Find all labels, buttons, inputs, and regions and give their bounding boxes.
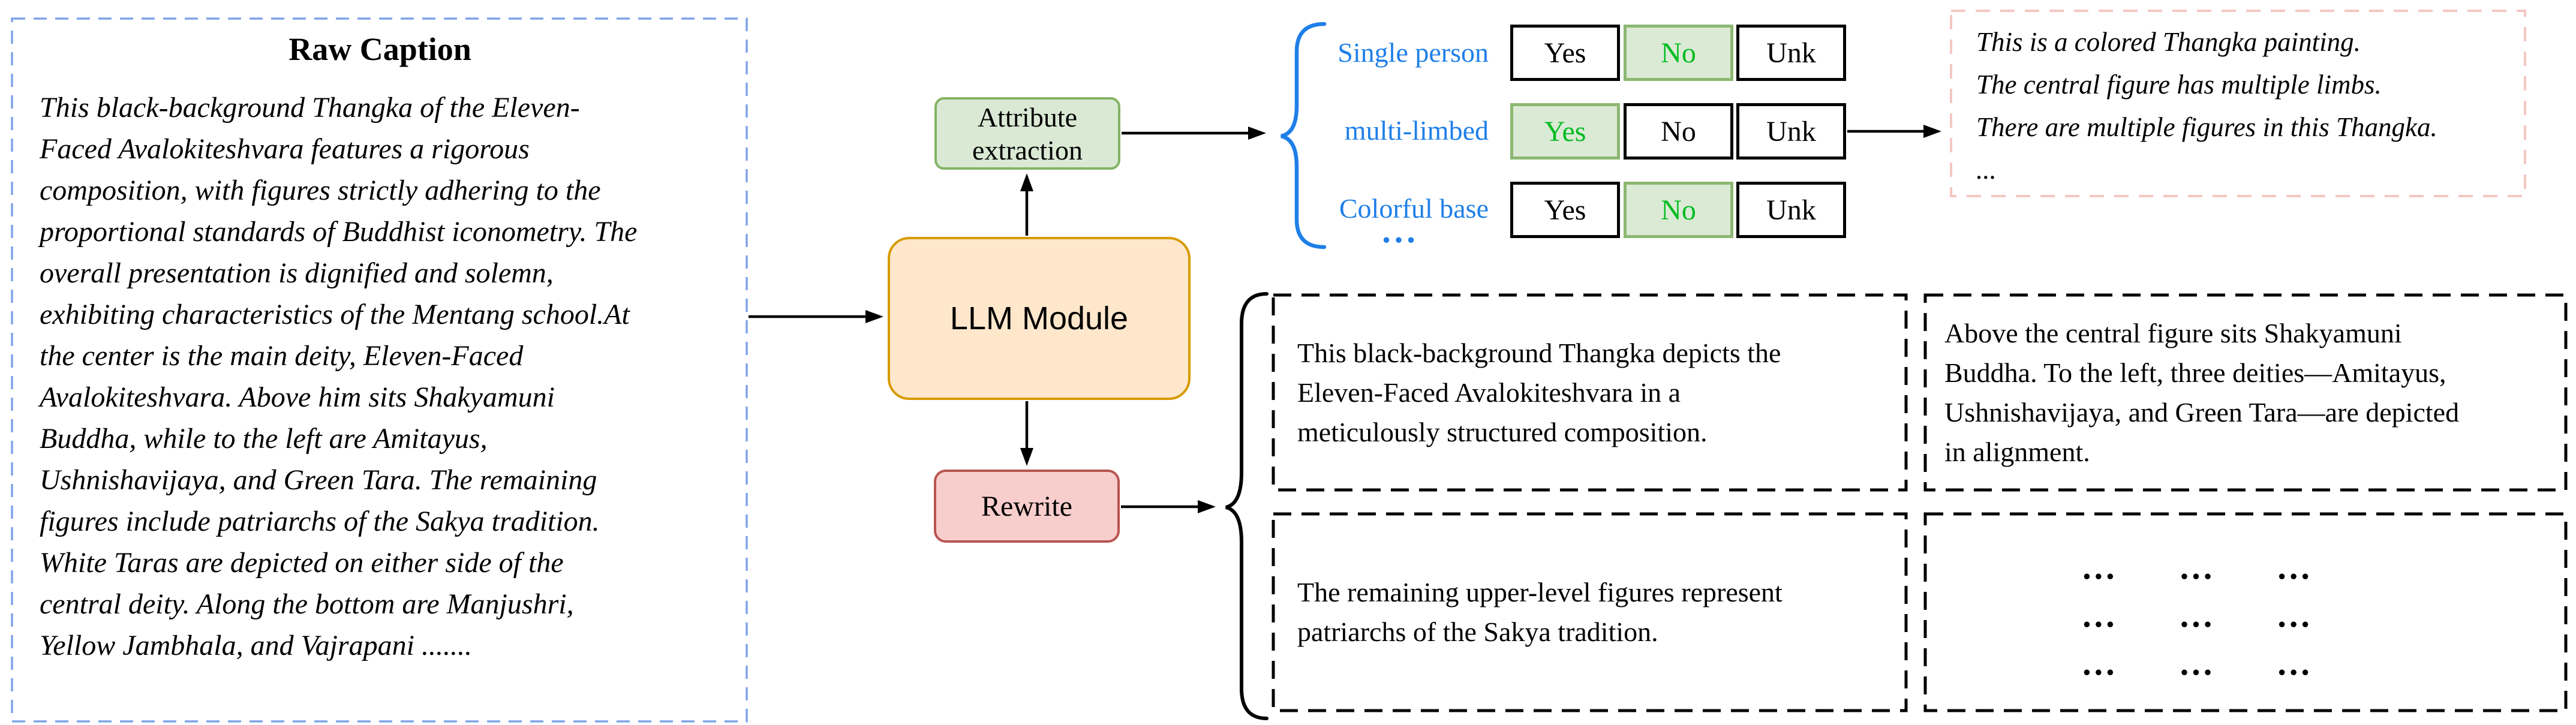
llm-module-node: LLM Module bbox=[888, 237, 1191, 400]
black-brace bbox=[1225, 292, 1269, 720]
rewrite-node: Rewrite bbox=[934, 470, 1120, 543]
ellipsis-item: ... bbox=[2082, 547, 2118, 586]
rewrite-output-text: Above the central figure sits Shakyamuni… bbox=[1944, 317, 2460, 467]
ellipsis-item: ... bbox=[2082, 643, 2118, 682]
rewrite-box-top-right-border bbox=[1923, 293, 2568, 492]
attribute-output-border bbox=[1950, 10, 2526, 197]
attribute-cell-no: No bbox=[1624, 103, 1733, 160]
rewrite-output-more-box: ........................... bbox=[1925, 514, 2566, 711]
attribute-cell-unk: Unk bbox=[1736, 182, 1846, 238]
raw-caption-border bbox=[11, 17, 748, 723]
attribute-output-line: There are multiple figures in this Thang… bbox=[1976, 112, 2437, 142]
rewrite-output-text: The remaining upper-level figures repres… bbox=[1297, 577, 1783, 647]
ellipsis-item: ... bbox=[2277, 595, 2313, 634]
attribute-label: multi-limbed bbox=[1344, 115, 1489, 146]
rewrite-output-top-right: Above the central figure sits Shakyamuni… bbox=[1925, 295, 2566, 490]
rewrite-box-bottom-right-border bbox=[1923, 512, 2568, 712]
rewrite-output-bottom-left: The remaining upper-level figures repres… bbox=[1273, 514, 1906, 711]
ellipsis-item: ... bbox=[2180, 643, 2216, 682]
attribute-output-box: This is a colored Thangka painting. The … bbox=[1951, 11, 2525, 196]
attribute-extraction-node: Attribute extraction bbox=[934, 97, 1120, 170]
ellipsis-item: ... bbox=[2180, 547, 2216, 586]
raw-caption-text: This black-background Thangka of the Ele… bbox=[40, 92, 638, 661]
rewrite-label: Rewrite bbox=[981, 490, 1072, 522]
attribute-cell-yes: Yes bbox=[1510, 103, 1620, 160]
attribute-cell-yes: Yes bbox=[1510, 25, 1620, 81]
blue-brace bbox=[1281, 22, 1327, 249]
attribute-cell-unk: Unk bbox=[1736, 25, 1846, 81]
attribute-cell-no: No bbox=[1624, 25, 1733, 81]
ellipsis-item: ... bbox=[2082, 595, 2118, 634]
llm-module-label: LLM Module bbox=[949, 300, 1129, 336]
rewrite-output-text: This black-background Thangka depicts th… bbox=[1297, 337, 1781, 447]
attribute-cell-yes: Yes bbox=[1510, 182, 1620, 238]
attribute-cell-unk: Unk bbox=[1736, 103, 1846, 160]
attribute-label: Colorful base bbox=[1339, 193, 1489, 224]
ellipsis-item: ... bbox=[2277, 643, 2313, 682]
attribute-more-ellipsis: ... bbox=[1382, 211, 1419, 250]
raw-caption-title: Raw Caption bbox=[288, 31, 471, 67]
attribute-cell-no: No bbox=[1624, 182, 1733, 238]
attribute-output-line: ... bbox=[1976, 155, 1997, 185]
rewrite-box-top-left-border bbox=[1272, 293, 1908, 492]
ellipsis-item: ... bbox=[2180, 595, 2216, 634]
attribute-output-line: This is a colored Thangka painting. bbox=[1976, 27, 2361, 57]
attribute-label: Single person bbox=[1337, 37, 1489, 68]
attribute-output-line: The central figure has multiple limbs. bbox=[1976, 70, 2382, 100]
raw-caption-box: Raw Caption This black-background Thangk… bbox=[12, 19, 747, 721]
rewrite-output-top-left: This black-background Thangka depicts th… bbox=[1273, 295, 1906, 490]
rewrite-box-bottom-left-border bbox=[1272, 512, 1908, 712]
ellipsis-item: ... bbox=[2277, 547, 2313, 586]
attribute-extraction-label: Attribute extraction bbox=[972, 101, 1083, 166]
